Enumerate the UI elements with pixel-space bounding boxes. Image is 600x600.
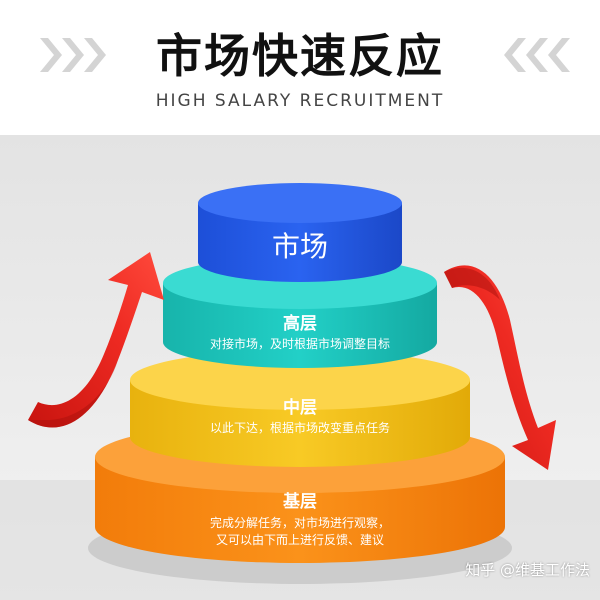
- diagram-stage: 市场 高层 对接市场，及时根据市场调整目标 中层 以此下达，根据市场改变重点任务…: [0, 135, 600, 600]
- tier-upper-title: 高层: [283, 314, 317, 334]
- watermark: 知乎 @维基工作法: [465, 561, 590, 579]
- tier-top-title: 市场: [271, 230, 328, 263]
- tier-middle-desc: 以此下达，根据市场改变重点任务: [209, 421, 390, 435]
- header: 市场快速反应 HIGH SALARY RECRUITMENT: [0, 0, 600, 135]
- curved-down-arrow-icon: [444, 265, 556, 470]
- tier-middle-title: 中层: [283, 398, 317, 418]
- pyramid-diagram: [0, 135, 600, 600]
- tier-upper-desc: 对接市场，及时根据市场调整目标: [209, 337, 390, 351]
- tier-base-title: 基层: [283, 492, 317, 512]
- page-title: 市场快速反应: [156, 29, 444, 83]
- triple-chevron-right-icon: [40, 38, 106, 72]
- triple-chevron-left-icon: [504, 38, 570, 72]
- curved-up-arrow-icon: [28, 252, 164, 428]
- tier-top: [198, 183, 402, 282]
- tier-middle: [130, 350, 470, 467]
- tier-base-desc-line1: 完成分解任务，对市场进行观察，: [209, 516, 390, 530]
- page-subtitle: HIGH SALARY RECRUITMENT: [155, 91, 445, 111]
- tier-base-desc-line2: 又可以由下而上进行反馈、建议: [215, 533, 384, 547]
